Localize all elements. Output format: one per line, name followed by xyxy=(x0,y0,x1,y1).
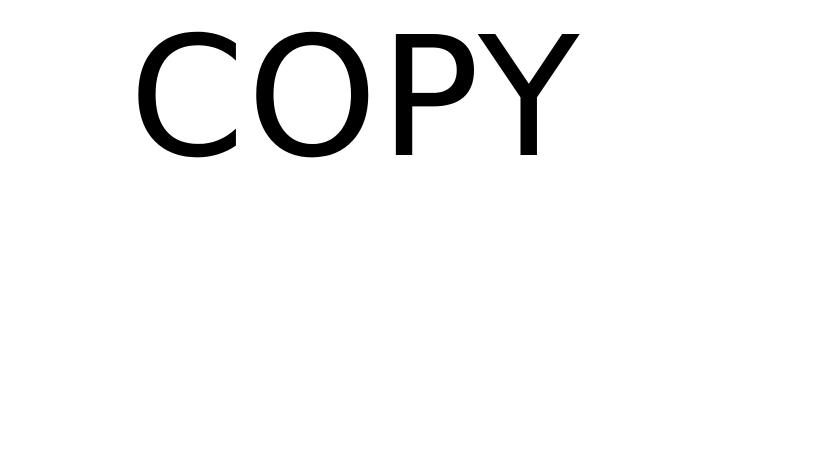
copy-text: COPY xyxy=(129,2,582,195)
